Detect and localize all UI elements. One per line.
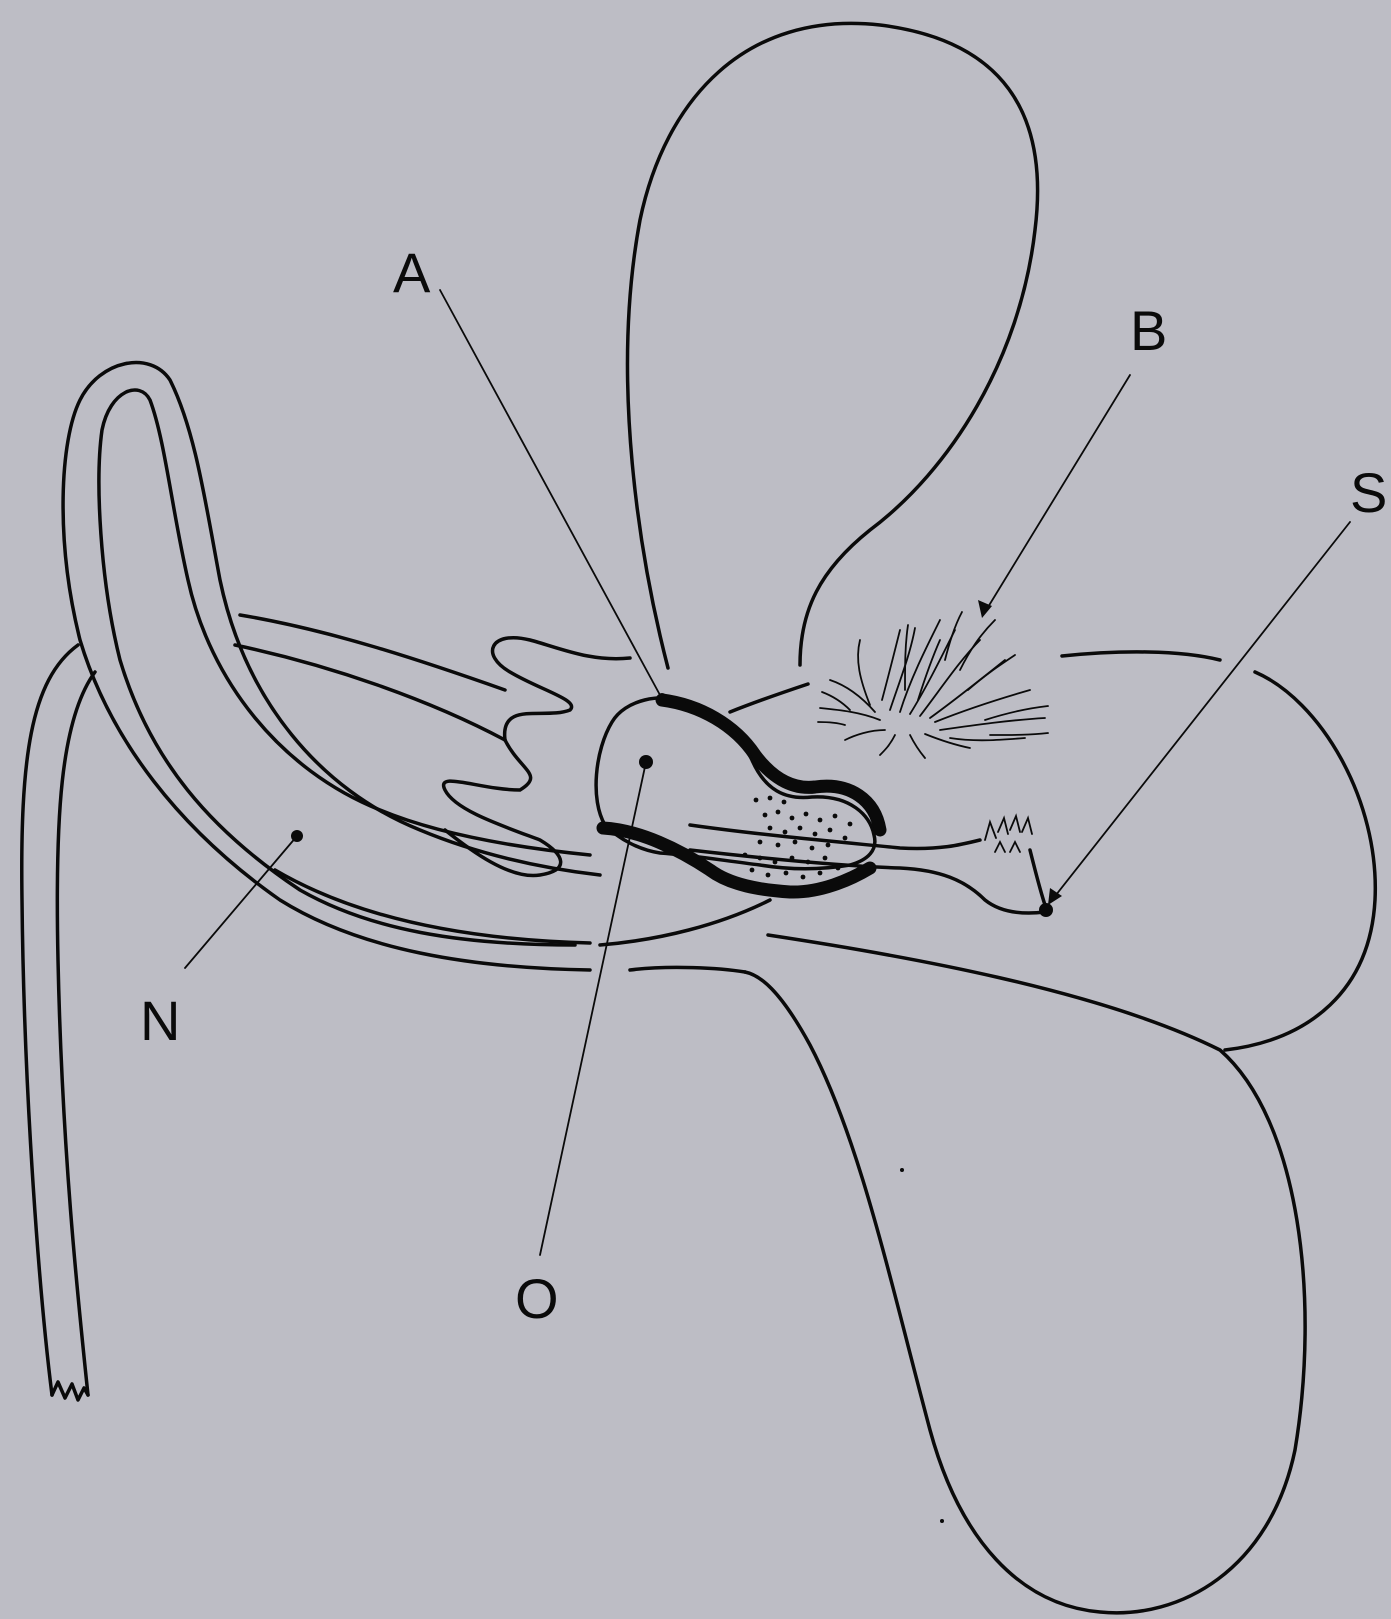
receptacle-line-1 — [630, 967, 745, 972]
right-petal — [1062, 652, 1220, 660]
stigma-tip — [1030, 850, 1045, 905]
stamen-bundle — [818, 612, 1048, 758]
lower-petal — [745, 935, 1305, 1613]
stigma-hairs — [985, 816, 1032, 852]
style-tube-upper — [690, 825, 980, 848]
speck-1 — [900, 1168, 904, 1172]
leader-n-tip — [291, 830, 303, 842]
label-s: S — [1350, 461, 1387, 524]
anther-lower — [603, 828, 870, 892]
label-a: A — [393, 241, 431, 304]
anther-upper — [662, 700, 880, 830]
inner-connect-line — [730, 684, 808, 712]
leader-o — [540, 762, 646, 1255]
leader-b — [985, 375, 1130, 612]
right-petal-outline — [1225, 672, 1375, 1050]
label-n: N — [140, 989, 180, 1052]
sepal-arc — [600, 900, 770, 945]
speck-2 — [940, 1519, 944, 1523]
label-b: B — [1130, 299, 1167, 362]
leader-o-tip — [639, 755, 653, 769]
sepal-upper-line-1 — [240, 615, 505, 690]
stem-broken-end — [52, 1382, 88, 1400]
spur-outer — [63, 363, 600, 970]
stigma-point — [1039, 903, 1053, 917]
sepal-lower-line — [275, 870, 590, 943]
stem-outer — [22, 645, 78, 1395]
sepal-upper-line-2 — [235, 645, 505, 740]
lateral-petal-lower — [444, 740, 561, 876]
leader-a-tip — [657, 693, 667, 703]
stem-inner — [57, 672, 95, 1395]
label-o: O — [515, 1267, 559, 1330]
upper-petal — [628, 23, 1038, 668]
